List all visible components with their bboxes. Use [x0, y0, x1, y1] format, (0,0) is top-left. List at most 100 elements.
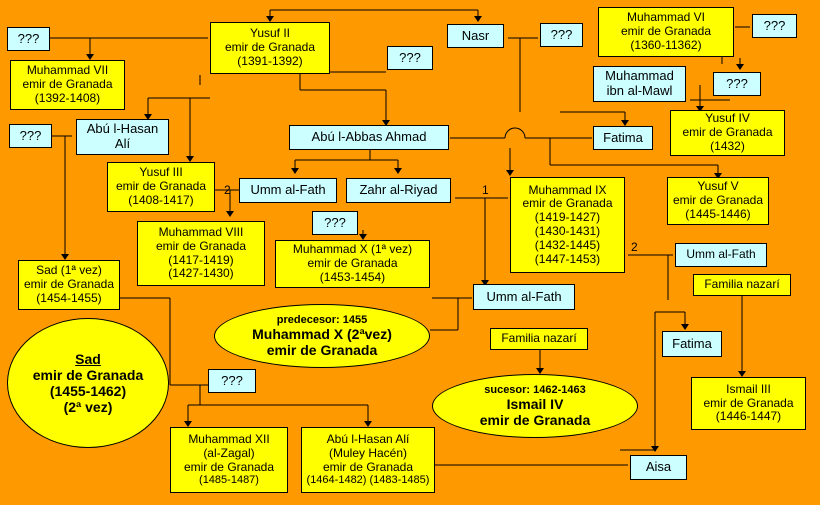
oval-name: Sad	[75, 350, 101, 367]
marriage-number-label: 2	[631, 240, 638, 254]
node-label: ???	[17, 30, 40, 46]
node-label: Zahr al-Riyad	[359, 182, 438, 198]
node-years: (1427-1430)	[168, 266, 234, 281]
unknown-spouse-box: ???	[7, 27, 50, 51]
node-alias: (al-Zagal)	[203, 445, 255, 460]
node-title: emir de Granada	[703, 395, 794, 410]
sucesor-oval: sucesor: 1462-1463 Ismail IV emir de Gra…	[432, 374, 638, 438]
nasr-box: Nasr	[447, 24, 504, 48]
node-years: (1432)	[710, 138, 745, 153]
node-years: (1445-1446)	[685, 206, 751, 221]
node-name: Abú l-Hasan Alí	[326, 431, 410, 446]
node-label: Fatima	[672, 335, 712, 351]
muhammad-x-box: Muhammad X (1ª vez) emir de Granada (145…	[275, 240, 430, 288]
node-years: (1360-11362)	[630, 37, 702, 52]
node-name: Ismail III	[726, 381, 771, 396]
muhammad-vii-box: Muhammad VII emir de Granada (1392-1408)	[10, 60, 125, 110]
oval-caption: predecesor: 1455	[276, 313, 368, 326]
yusuf-ii-box: Yusuf II emir de Granada (1391-1392)	[210, 22, 330, 74]
node-label: ???	[19, 127, 42, 143]
node-name: Muhammad X (1ª vez)	[292, 242, 413, 257]
predecesor-oval: predecesor: 1455 Muhammad X (2ªvez) emir…	[214, 304, 430, 368]
node-label: ???	[221, 372, 243, 388]
node-label: Familia nazarí	[501, 331, 577, 346]
oval-title: emir de Granada	[266, 342, 378, 359]
muhammad-ibn-al-mawl-box: Muhammad ibn al-Mawl	[593, 66, 686, 102]
node-name: Yusuf III	[139, 165, 183, 180]
node-title: emir de Granada	[522, 196, 613, 211]
node-label: ???	[763, 17, 786, 33]
node-years: (1391-1392)	[237, 53, 303, 68]
node-label: Nasr	[461, 27, 490, 43]
node-years: (1408-1417)	[128, 192, 194, 207]
node-label: Abú l-Abbas Ahmad	[311, 129, 427, 145]
sad-second-reign-oval: Sad emir de Granada (1455-1462) (2ª vez)	[7, 318, 169, 448]
node-years: (1419-1427)	[534, 210, 601, 225]
node-title: emir de Granada	[22, 77, 113, 92]
node-name: Muhammad IX	[528, 182, 607, 197]
node-label: ???	[324, 214, 346, 230]
oval-title: emir de Granada	[479, 412, 591, 429]
node-line: Abú l-Hasan	[86, 121, 159, 137]
node-years: (1446-1447)	[715, 409, 782, 424]
unknown-spouse-box: ???	[208, 369, 256, 393]
node-label: Familia nazarí	[704, 277, 780, 292]
fatima-box: Fatima	[662, 331, 722, 357]
unknown-spouse-box: ???	[752, 14, 797, 38]
node-title: emir de Granada	[682, 125, 773, 140]
node-label: ???	[726, 75, 748, 91]
node-title: emir de Granada	[23, 277, 115, 292]
node-label: ???	[399, 49, 421, 65]
oval-years: (1455-1462)	[49, 383, 127, 399]
abu-l-hasan-ali-box: Abú l-Hasan Alí	[76, 119, 169, 155]
node-label: Fatima	[603, 129, 643, 145]
umm-al-fath-box: Umm al-Fath	[675, 243, 767, 267]
node-line: ibn al-Mawl	[606, 83, 673, 98]
node-name: Muhammad XII	[188, 431, 270, 446]
node-years: (1485-1487)	[199, 474, 259, 487]
ismail-iii-box: Ismail III emir de Granada (1446-1447)	[691, 377, 806, 430]
node-label: Umm al-Fath	[686, 247, 756, 262]
node-line: Muhammad	[605, 68, 674, 84]
node-years: (1464-1482) (1483-1485)	[306, 474, 430, 487]
node-label: Umm al-Fath	[486, 288, 562, 304]
muhammad-xii-box: Muhammad XII (al-Zagal) emir de Granada …	[170, 427, 288, 493]
abu-l-hasan-ali-muley-hacen-box: Abú l-Hasan Alí (Muley Hacén) emir de Gr…	[301, 427, 435, 493]
unknown-spouse-box: ???	[312, 211, 358, 235]
node-years: (1430-1431)	[534, 224, 601, 238]
unknown-spouse-box: ???	[387, 46, 433, 70]
node-name: Yusuf II	[249, 26, 291, 41]
node-name: Yusuf V	[697, 179, 739, 194]
umm-al-fath-box: Umm al-Fath	[473, 284, 575, 310]
node-title: emir de Granada	[224, 40, 316, 55]
node-title: emir de Granada	[183, 459, 275, 474]
unknown-spouse-box: ???	[713, 72, 761, 96]
muhammad-viii-box: Muhammad VIII emir de Granada (1417-1419…	[137, 221, 265, 286]
node-alias: (Muley Hacén)	[328, 445, 408, 460]
node-title: emir de Granada	[155, 238, 247, 253]
marriage-number-label: 1	[482, 183, 489, 197]
node-name: Muhammad VII	[26, 63, 109, 78]
node-label: Aisa	[645, 459, 672, 475]
node-name: Yusuf IV	[705, 111, 750, 126]
abu-l-abbas-ahmad-box: Abú l-Abbas Ahmad	[289, 125, 449, 150]
yusuf-iv-box: Yusuf IV emir de Granada (1432)	[670, 110, 785, 156]
node-name: Muhammad VIII	[158, 224, 244, 239]
familia-nazari-box: Familia nazarí	[490, 328, 588, 350]
oval-caption: sucesor: 1462-1463	[484, 383, 586, 396]
node-title: emir de Granada	[115, 179, 207, 194]
muhammad-ix-box: Muhammad IX emir de Granada (1419-1427) …	[510, 177, 625, 273]
node-title: emir de Granada	[307, 256, 398, 271]
node-years: (1453-1454)	[319, 269, 386, 284]
node-name: Muhammad VI	[626, 10, 706, 25]
node-years: (1392-1408)	[34, 90, 101, 105]
node-label: ???	[550, 26, 573, 42]
node-years: (1454-1455)	[36, 290, 102, 305]
node-years: (1447-1453)	[534, 251, 601, 266]
node-title: emir de Granada	[620, 24, 712, 39]
unknown-spouse-box: ???	[9, 124, 52, 148]
node-label: Umm al-Fath	[250, 182, 326, 198]
node-line: Alí	[114, 136, 131, 151]
marriage-number-label: 2	[224, 183, 231, 197]
